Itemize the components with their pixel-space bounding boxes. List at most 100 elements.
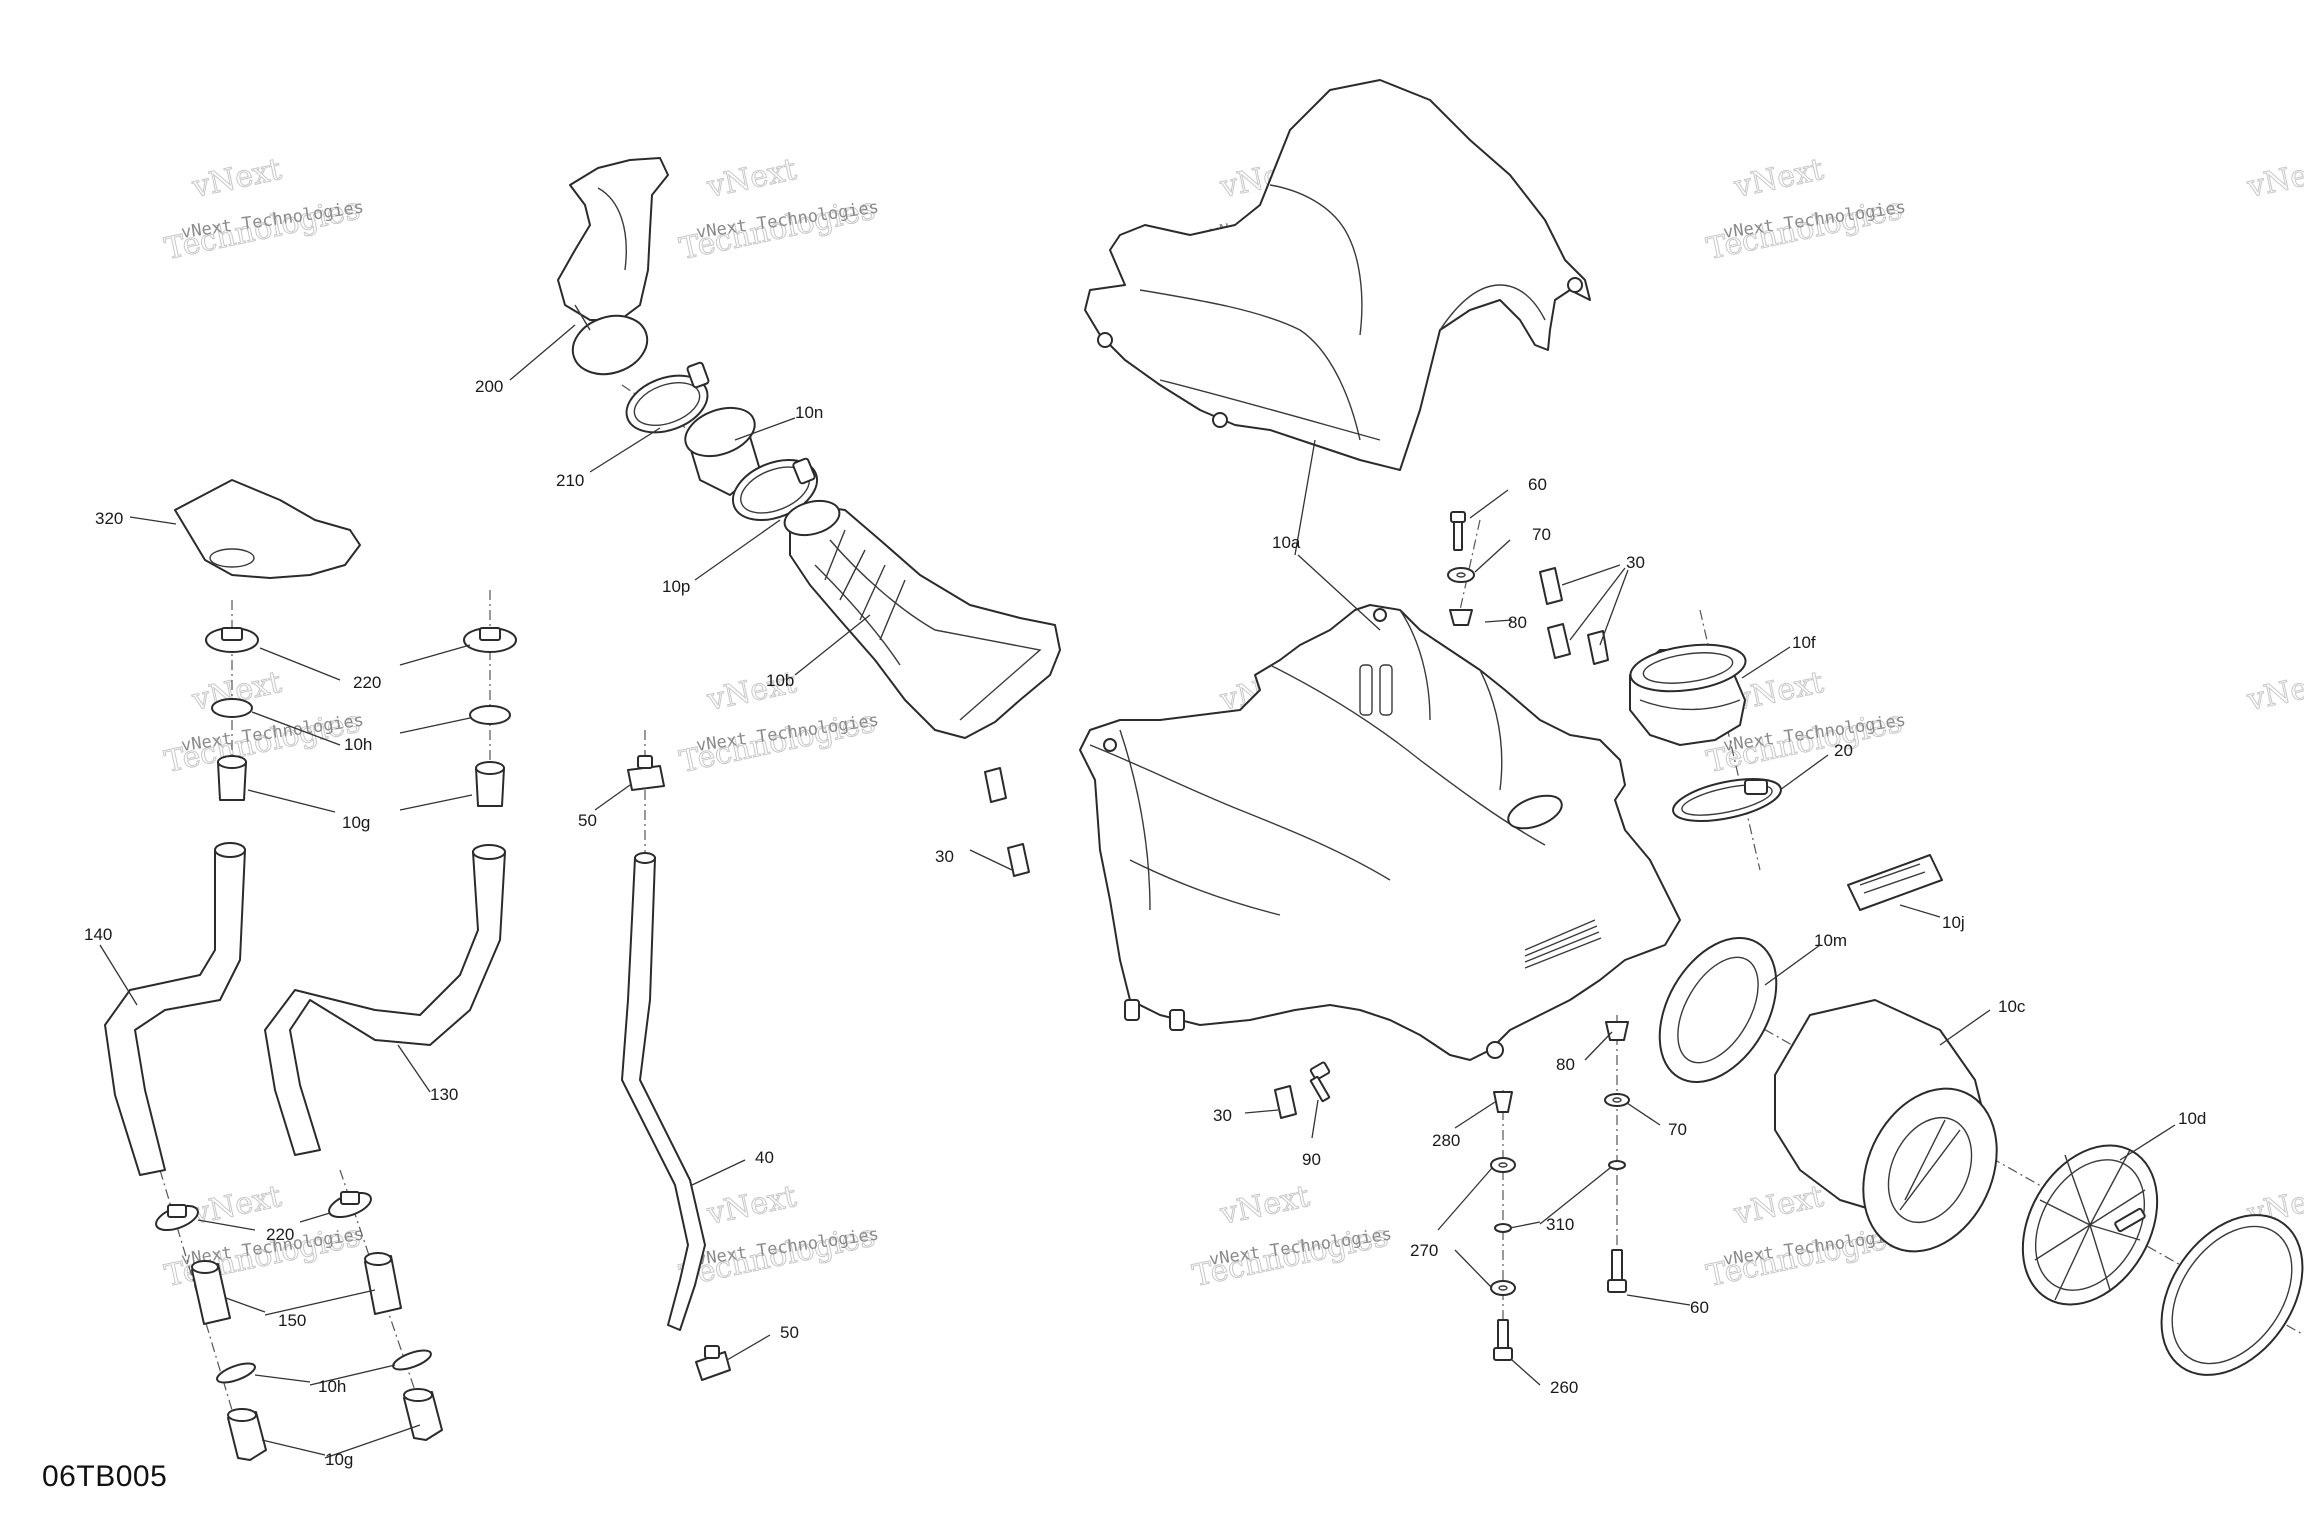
- washer: [1604, 1093, 1630, 1107]
- callout-10b: 10b: [766, 671, 794, 690]
- hose-clamp: [1672, 778, 1782, 822]
- clip: [1007, 843, 1030, 877]
- washer: [1494, 1223, 1512, 1233]
- callout-150: 150: [278, 1311, 306, 1330]
- callout-70: 70: [1532, 525, 1551, 544]
- filter-cover-gasket: [2160, 1214, 2304, 1376]
- washer: [1608, 1160, 1626, 1170]
- svg-text:vNext: vNext: [1216, 1179, 1312, 1232]
- spring-clip: [392, 1349, 432, 1371]
- flexible-intake-duct: [783, 499, 1061, 739]
- callout-30-left: 30: [935, 847, 954, 866]
- svg-text:vNext: vNext: [703, 1179, 799, 1232]
- hose-clamp: [205, 627, 259, 653]
- hose-clamp: [625, 361, 710, 434]
- svg-text:vNext: vNext: [703, 152, 799, 205]
- hose-cap: [475, 761, 505, 807]
- drain-hose: [264, 844, 506, 1156]
- callout-10p: 10p: [662, 577, 690, 596]
- callout-10a: 10a: [1272, 533, 1301, 552]
- clip: [1547, 623, 1571, 659]
- watermark: vNext: [2243, 152, 2304, 206]
- callout-70-lower: 70: [1668, 1120, 1687, 1139]
- connector-tube: [191, 1260, 231, 1325]
- callout-10h-lower: 10h: [318, 1377, 346, 1396]
- callout-320: 320: [95, 509, 123, 528]
- callout-130: 130: [430, 1085, 458, 1104]
- clip: [1274, 1085, 1297, 1119]
- bolt: [1450, 511, 1466, 551]
- vent-hose: [621, 852, 706, 1331]
- svg-text:vNext: vNext: [1730, 665, 1826, 718]
- hose-cap: [217, 755, 247, 801]
- filter-cover: [2021, 1144, 2159, 1306]
- callout-30-lower: 30: [1213, 1106, 1232, 1125]
- callout-280: 280: [1432, 1131, 1460, 1150]
- callout-210: 210: [556, 471, 584, 490]
- callout-40: 40: [755, 1148, 774, 1167]
- callout-10g: 10g: [342, 813, 370, 832]
- washer: [1447, 567, 1475, 583]
- bolt: [1607, 1249, 1627, 1293]
- callout-10c: 10c: [1998, 997, 2026, 1016]
- callout-220: 220: [353, 673, 381, 692]
- intake-boot: [1629, 643, 1747, 746]
- hose-cap: [227, 1408, 267, 1461]
- callout-10f: 10f: [1792, 633, 1816, 652]
- callout-260: 260: [1550, 1378, 1578, 1397]
- callout-200: 200: [475, 377, 503, 396]
- drain-hose: [104, 842, 246, 1176]
- intake-duct-elbow: [557, 157, 669, 376]
- leader-lines: [99, 324, 2176, 1459]
- callout-60-lower: 60: [1690, 1298, 1709, 1317]
- callout-30: 30: [1626, 553, 1645, 572]
- callout-80: 80: [1508, 613, 1527, 632]
- grommet: [1605, 1021, 1629, 1041]
- vent-clip: [695, 1345, 731, 1381]
- hose-cap: [403, 1388, 443, 1441]
- clip: [1539, 567, 1563, 605]
- callout-60: 60: [1528, 475, 1547, 494]
- callout-140: 140: [84, 925, 112, 944]
- callout-20: 20: [1834, 741, 1853, 760]
- clip: [984, 767, 1007, 803]
- callout-50: 50: [578, 811, 597, 830]
- callout-270: 270: [1410, 1241, 1438, 1260]
- svg-text:vNext: vNext: [2243, 152, 2304, 205]
- airbox-top-cover: [1084, 79, 1591, 471]
- vent-clip: [627, 755, 665, 791]
- callout-10n: 10n: [795, 403, 823, 422]
- washer: [1490, 1157, 1516, 1173]
- splash-guard: [174, 479, 361, 579]
- grommet: [1449, 609, 1473, 626]
- callout-220-lower: 220: [266, 1225, 294, 1244]
- svg-text:vNext: vNext: [188, 152, 284, 205]
- svg-text:vNext: vNext: [1730, 152, 1826, 205]
- clip: [1587, 630, 1609, 665]
- drawing-reference-code: 06TB005: [42, 1460, 168, 1493]
- connector-tube: [364, 1252, 402, 1315]
- bolt: [1493, 1319, 1513, 1361]
- spring-clip: [216, 1362, 256, 1384]
- svg-text:vNext: vNext: [1730, 1179, 1826, 1232]
- spring-clip: [469, 705, 511, 725]
- callout-10d: 10d: [2178, 1109, 2206, 1128]
- hose-clamp: [328, 1191, 372, 1219]
- callout-310: 310: [1546, 1215, 1574, 1234]
- svg-text:vNext: vNext: [2243, 665, 2304, 718]
- watermark: vNext: [2243, 665, 2304, 719]
- callout-80-lower: 80: [1556, 1055, 1575, 1074]
- label-decal: [1847, 854, 1943, 911]
- callout-labels: 200 210 10n 10p 10b 10a 60 70 30 80 10f …: [84, 377, 2206, 1469]
- hose-clamp: [731, 457, 819, 521]
- callout-90: 90: [1302, 1150, 1321, 1169]
- callout-10h: 10h: [344, 735, 372, 754]
- air-filter-cartridge: [1774, 999, 1998, 1253]
- bolt: [1309, 1061, 1331, 1103]
- callout-50-lower: 50: [780, 1323, 799, 1342]
- hose-clamp: [155, 1204, 199, 1232]
- callout-10g-lower: 10g: [325, 1450, 353, 1469]
- drain-plug: [1493, 1091, 1513, 1113]
- callout-10j: 10j: [1942, 913, 1965, 932]
